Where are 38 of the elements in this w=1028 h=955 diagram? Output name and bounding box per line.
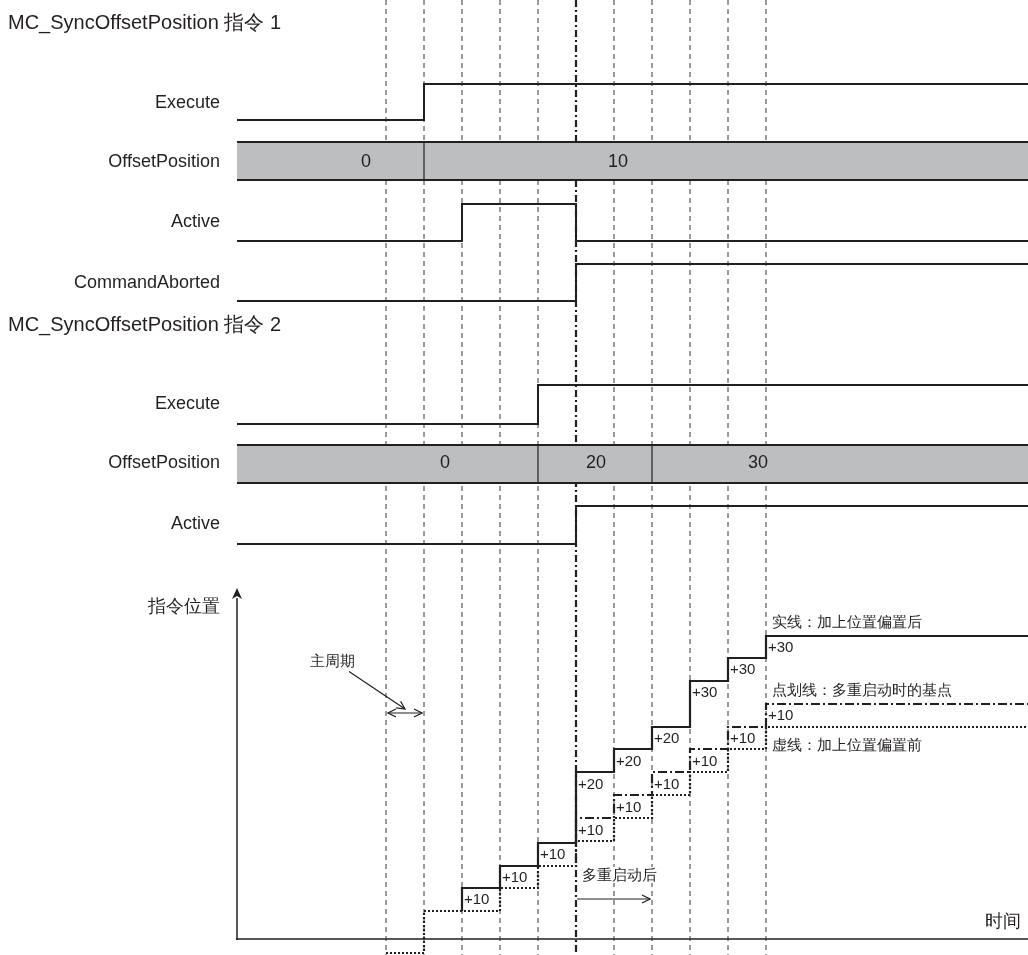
step-label: +10 bbox=[502, 868, 528, 886]
signal-name: Active bbox=[170, 212, 220, 232]
signal-name: Execute bbox=[154, 93, 220, 113]
step-label: +10 bbox=[692, 752, 718, 770]
step-label: +10 bbox=[730, 729, 756, 747]
step-label: +20 bbox=[578, 775, 604, 793]
step-label: +10 bbox=[654, 775, 680, 793]
bus-value: 30 bbox=[748, 453, 768, 473]
axis-label: 指令位置 bbox=[148, 597, 220, 617]
step-label: +30 bbox=[730, 660, 756, 678]
step-label: +30 bbox=[768, 638, 794, 656]
block-heading: MC_SyncOffsetPosition 指令 2 bbox=[8, 313, 282, 335]
step-label: +30 bbox=[692, 683, 718, 701]
line-description: 实线：加上位置偏置后 bbox=[772, 613, 922, 631]
step-label: +10 bbox=[540, 845, 566, 863]
bus-value: 0 bbox=[440, 453, 450, 473]
leader-line bbox=[348, 670, 406, 710]
step-label: +10 bbox=[578, 821, 604, 839]
callout-label: 主周期 bbox=[310, 653, 355, 670]
step-label: +20 bbox=[616, 752, 642, 770]
line-description: 虚线：加上位置偏置前 bbox=[772, 736, 922, 754]
step-label: +10 bbox=[464, 890, 490, 908]
bus-value: 0 bbox=[361, 152, 371, 172]
signal-name: Execute bbox=[154, 394, 220, 414]
line-description: 点划线：多重启动时的基点 bbox=[772, 681, 952, 699]
signal-name: CommandAborted bbox=[73, 273, 220, 293]
block-heading: MC_SyncOffsetPosition 指令 1 bbox=[8, 11, 282, 33]
bus-value: 20 bbox=[586, 453, 606, 473]
step-label: +10 bbox=[616, 798, 642, 816]
axis-label: 时间 bbox=[985, 912, 1021, 932]
dimension-line bbox=[387, 708, 423, 718]
signal-name: OffsetPosition bbox=[108, 453, 220, 473]
note-text: 多重启动后 bbox=[582, 866, 657, 884]
bus-value: 10 bbox=[608, 152, 628, 172]
step-label: +20 bbox=[654, 729, 680, 747]
signal-name: OffsetPosition bbox=[108, 152, 220, 172]
step-label: +10 bbox=[768, 706, 794, 724]
signal-name: Active bbox=[170, 514, 220, 534]
